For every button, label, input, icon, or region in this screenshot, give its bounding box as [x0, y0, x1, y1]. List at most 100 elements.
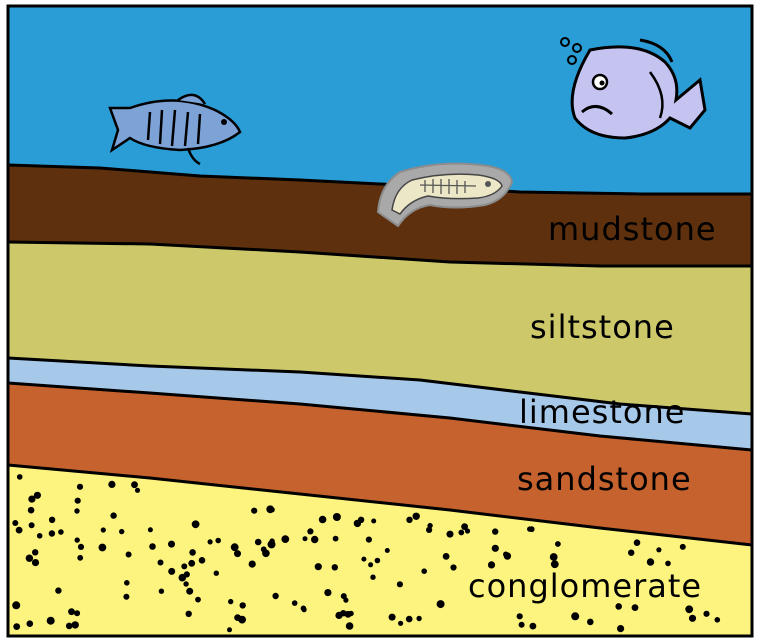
pebble-dot [634, 539, 641, 546]
pebble-dot [101, 527, 106, 532]
pebble-dot [188, 560, 195, 567]
pebble-dot [27, 620, 34, 627]
pebble-dot [16, 527, 23, 534]
pebble-dot [74, 610, 80, 616]
pebble-dot [17, 474, 23, 480]
pebble-dot [32, 549, 38, 555]
pebble-dot [192, 520, 200, 528]
pebble-dot [37, 533, 43, 539]
pebble-dot [375, 558, 381, 564]
pebble-dot [189, 549, 196, 556]
pebble-dot [311, 536, 318, 543]
pebble-dot [99, 544, 107, 552]
pebble-dot [292, 600, 298, 606]
label-sandstone: sandstone [517, 460, 692, 498]
pebble-dot [186, 611, 192, 617]
pebble-dot [385, 548, 390, 553]
pebble-dot [72, 621, 79, 628]
pebble-dot [492, 528, 498, 534]
label-siltstone: siltstone [530, 308, 675, 346]
pebble-dot [517, 613, 523, 619]
pebble-dot [530, 623, 537, 630]
pebble-dot [108, 481, 115, 488]
pebble-dot [124, 580, 130, 586]
pebble-dot [47, 617, 55, 625]
pebble-dot [421, 568, 427, 574]
pebble-dot [13, 623, 20, 630]
pebble-dot [135, 488, 140, 493]
pebble-dot [183, 581, 188, 586]
pebble-dot [186, 588, 193, 595]
pebble-dot [32, 559, 39, 566]
pebble-dot [34, 492, 41, 499]
pebble-dot [199, 557, 206, 564]
pebble-dot [519, 622, 525, 628]
pebble-dot [55, 587, 61, 593]
pebble-dot [75, 537, 80, 542]
pebble-dot [703, 611, 709, 617]
pebble-dot [358, 517, 364, 523]
pebble-dot [75, 498, 81, 504]
pebble-dot [492, 545, 499, 552]
pebble-dot [168, 541, 175, 548]
pebble-dot [397, 581, 403, 587]
pebble-dot [272, 593, 278, 599]
pebble-dot [110, 512, 116, 518]
pebble-dot [685, 605, 693, 613]
pebble-dot [416, 616, 421, 621]
pebble-dot [406, 616, 413, 623]
label-mudstone: mudstone [548, 210, 717, 248]
pebble-dot [689, 615, 696, 622]
pebble-dot [587, 619, 594, 626]
pebble-dot [632, 604, 639, 611]
pebble-dot [571, 612, 579, 620]
pebble-dot [348, 611, 353, 616]
pebble-dot [341, 593, 347, 599]
label-conglomerate: conglomerate [468, 567, 702, 605]
pebble-dot [368, 562, 373, 567]
pebble-dot [249, 561, 256, 568]
pebble-dot [333, 513, 341, 521]
pebble-dot [49, 517, 55, 523]
pebble-dot [307, 528, 313, 534]
pebble-dot [149, 543, 156, 550]
pebble-dot [159, 589, 164, 594]
pebble-dot [361, 557, 366, 562]
pebble-dot [261, 546, 267, 552]
pebble-dot [68, 608, 75, 615]
pebble-dot [119, 529, 124, 534]
pebble-dot [281, 535, 289, 543]
pebble-dot [234, 550, 241, 557]
pebble-dot [398, 621, 403, 626]
pebble-dot [366, 537, 372, 543]
pebble-dot [324, 589, 331, 596]
pebble-dot [680, 544, 686, 550]
pebble-dot [426, 527, 432, 533]
pebble-dot [268, 540, 276, 548]
pebble-dot [181, 563, 187, 569]
pebble-dot [77, 555, 83, 561]
pebble-dot [78, 544, 84, 550]
pebble-dot [148, 527, 153, 532]
pebble-dot [28, 507, 35, 514]
pebble-dot [458, 530, 464, 536]
pebble-dot [240, 602, 246, 608]
pebble-dot [617, 625, 624, 632]
pebble-dot [158, 560, 164, 566]
pebble-dot [238, 616, 246, 624]
pebble-dot [208, 539, 213, 544]
pebble-dot [123, 594, 129, 600]
pebble-dot [665, 561, 671, 567]
pebble-dot [227, 627, 232, 632]
pebble-dot [319, 516, 327, 524]
pebble-dot [12, 520, 18, 526]
pebble-dot [527, 526, 532, 531]
pebble-dot [461, 523, 468, 530]
pebble-dot [389, 614, 396, 621]
label-limestone: limestone [519, 393, 685, 431]
pebble-dot [332, 564, 338, 570]
pebble-dot [450, 564, 456, 570]
pebble-dot [26, 555, 33, 562]
